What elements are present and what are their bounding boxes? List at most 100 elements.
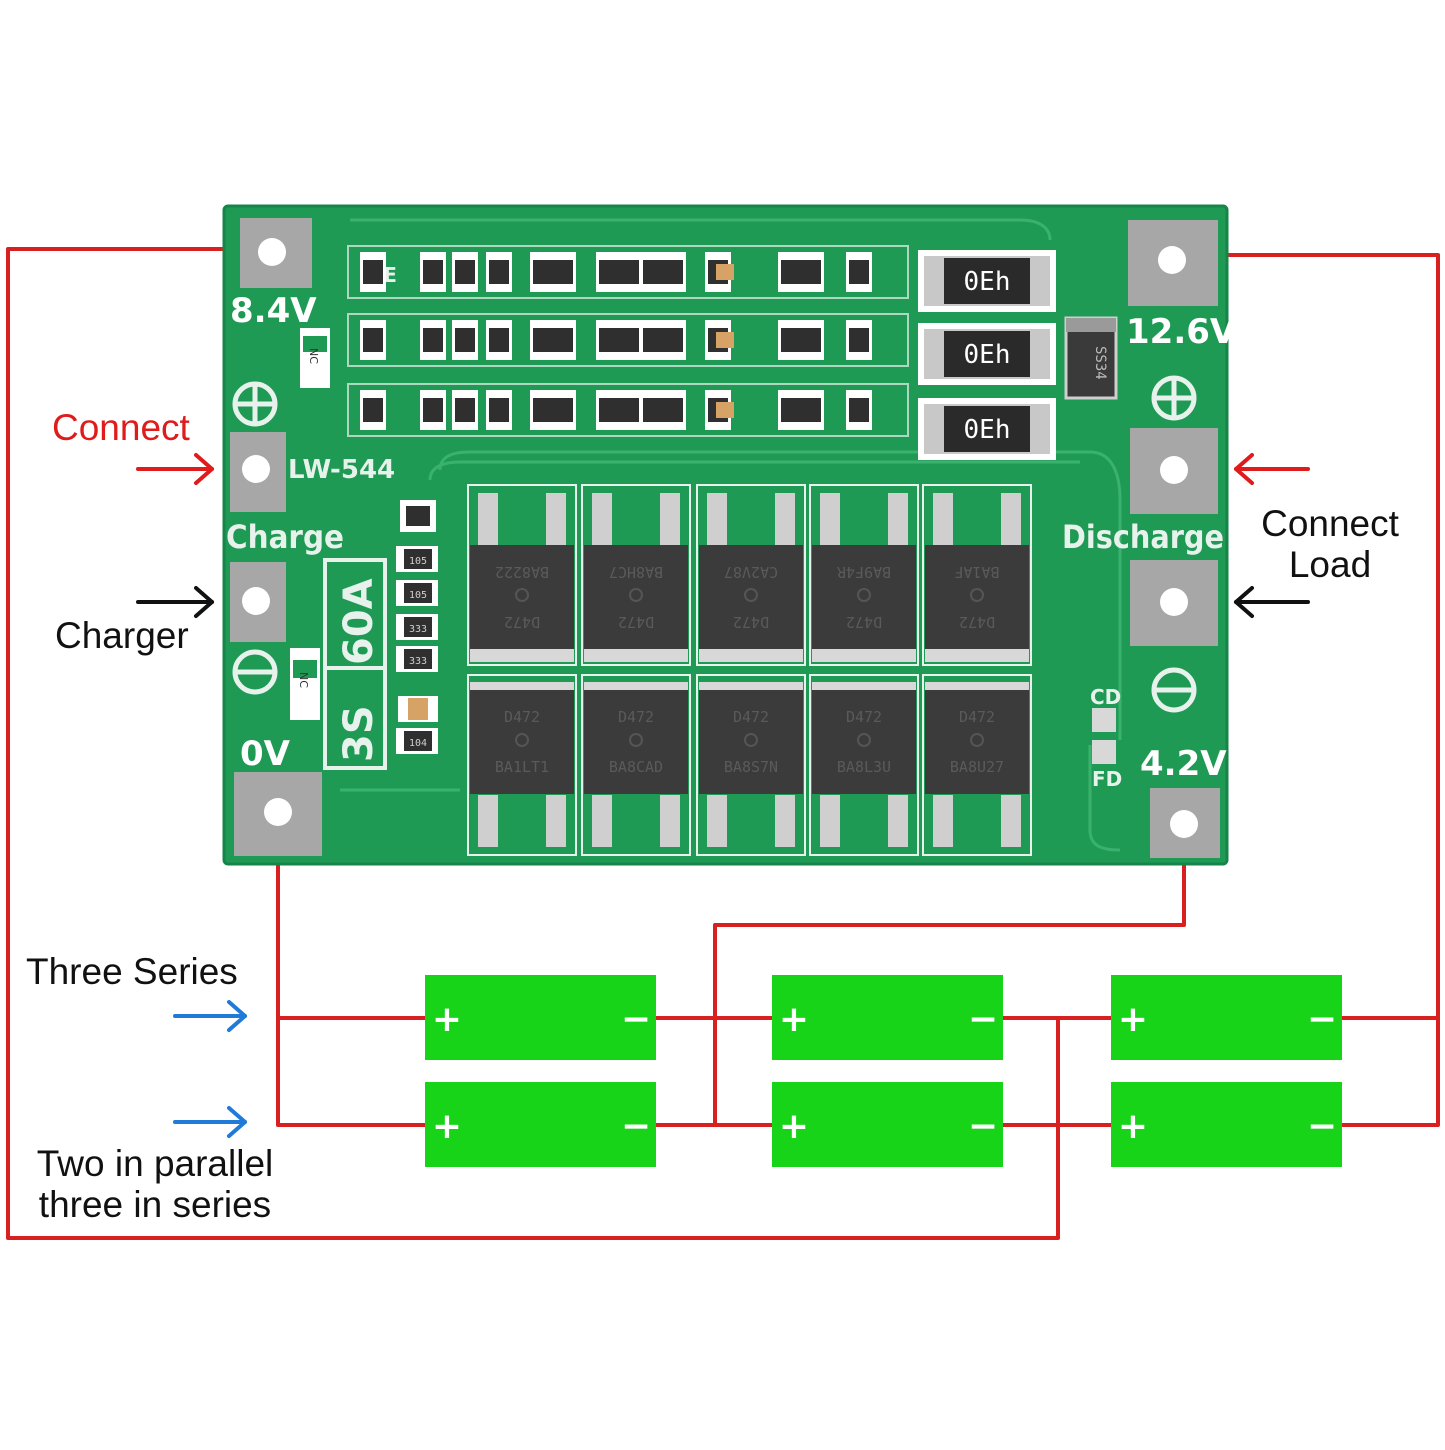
shunt-body-3 bbox=[944, 406, 1030, 452]
mosfet-pin-b5-1 bbox=[933, 795, 953, 847]
mosfet-dot-t3 bbox=[744, 588, 758, 602]
battery-minus-r2-c1: − bbox=[621, 1106, 651, 1147]
small-resistor-body-4 bbox=[404, 649, 432, 669]
wire-8v4-to-battery-series-node bbox=[6, 247, 1060, 1240]
mosfet-dot-b5 bbox=[970, 733, 984, 747]
terminal-discharge-plus-pad bbox=[1130, 428, 1218, 514]
mosfet-marking-2-b5: BA8U27 bbox=[950, 758, 1004, 776]
mosfet-dot-b3 bbox=[744, 733, 758, 747]
smd-body-2-5 bbox=[533, 328, 573, 352]
mosfet-pin-t1-1 bbox=[478, 493, 498, 545]
battery-body-r2-c1 bbox=[425, 1082, 656, 1167]
battery-plus-r2-c2: + bbox=[779, 1106, 809, 1147]
rating-series: 3S bbox=[336, 705, 382, 762]
silk-discharge: Discharge bbox=[1062, 518, 1224, 556]
terminal-0v-pad-hole bbox=[264, 798, 292, 826]
battery-r2-c3: +− bbox=[1111, 1082, 1342, 1167]
mosfet-outline-b2 bbox=[581, 674, 691, 856]
mosfet-body-b2 bbox=[584, 690, 688, 794]
ic-row-3 bbox=[347, 383, 909, 437]
terminal-4v2-pad-hole bbox=[1170, 810, 1198, 838]
label-charger: Charger bbox=[55, 615, 189, 656]
battery-r1-c3: +− bbox=[1111, 975, 1342, 1060]
battery-body-r2-c2 bbox=[772, 1082, 1003, 1167]
mosfet-marking-2-b2: BA8CAD bbox=[609, 758, 663, 776]
mosfet-outline-t5 bbox=[922, 484, 1032, 666]
mosfet-body-b4 bbox=[812, 690, 916, 794]
battery-plus-r1-c1: + bbox=[432, 999, 462, 1040]
mosfet-pin-t3-1 bbox=[707, 493, 727, 545]
mosfet-pin-b5-2 bbox=[1001, 795, 1021, 847]
label-two-parallel-line2: three in series bbox=[38, 1183, 272, 1225]
mosfet-marking-1-b2: D472 bbox=[618, 708, 654, 726]
terminal-charge-minus-pad-hole bbox=[242, 587, 270, 615]
smd-cap-2 bbox=[716, 332, 734, 348]
ic-row-outline-2 bbox=[347, 313, 909, 367]
small-cap-orange-body bbox=[408, 698, 428, 720]
mosfet-marking-2-t2: D472 bbox=[618, 613, 654, 631]
mosfet-marking-1-t3: CA2V87 bbox=[724, 563, 778, 581]
arrow-connect-load-red-icon bbox=[1234, 453, 1310, 485]
small-resistor-body-3 bbox=[404, 617, 432, 637]
mosfet-outline-b3 bbox=[696, 674, 806, 856]
mosfet-marking-2-t5: D472 bbox=[959, 613, 995, 631]
wiring bbox=[6, 247, 1440, 1240]
smd-body-2-6 bbox=[599, 328, 639, 352]
smd-body-2-1 bbox=[363, 328, 383, 352]
smd-body-1-7 bbox=[643, 260, 683, 284]
smd-body-1-4 bbox=[489, 260, 509, 284]
small-resistor-marking-5: 104 bbox=[409, 738, 427, 749]
nc-pad-bottom: NC bbox=[290, 648, 320, 720]
rating-box: 60A 3S bbox=[323, 558, 387, 770]
mosfet-pin-t2-1 bbox=[592, 493, 612, 545]
mosfet-pin-b2-1 bbox=[592, 795, 612, 847]
mosfet-marking-1-b1: D472 bbox=[504, 708, 540, 726]
protection-ic-area bbox=[347, 245, 909, 437]
battery-body-r1-c2 bbox=[772, 975, 1003, 1060]
terminal-label-12v6: 12.6V bbox=[1126, 312, 1237, 352]
terminal-charge-plus-pad bbox=[230, 432, 286, 512]
mosfet-body-b3 bbox=[699, 690, 803, 794]
smd-body-2-4 bbox=[489, 328, 509, 352]
smd-body-3-2 bbox=[423, 398, 443, 422]
fd-pad bbox=[1092, 740, 1116, 764]
terminal-label-8v4: 8.4V bbox=[230, 291, 317, 331]
battery-minus-r1-c2: − bbox=[968, 999, 998, 1040]
smd-body-2-10 bbox=[849, 328, 869, 352]
silk-plus-symbol-right bbox=[1151, 375, 1197, 421]
shunt-body-2 bbox=[944, 331, 1030, 377]
ic-row-outline-3 bbox=[347, 383, 909, 437]
mosfet-pin-t1-2 bbox=[546, 493, 566, 545]
diode-marking: SS34 bbox=[1092, 346, 1108, 380]
battery-body-r1-c1 bbox=[425, 975, 656, 1060]
mosfet-pin-t4-2 bbox=[888, 493, 908, 545]
smd-body-1-10 bbox=[849, 260, 869, 284]
smd-body-1-5 bbox=[533, 260, 573, 284]
battery-plus-r2-c3: + bbox=[1118, 1106, 1148, 1147]
ic-row-2 bbox=[347, 313, 909, 367]
small-cap-top-body bbox=[406, 506, 430, 526]
mosfet-pin-t2-2 bbox=[660, 493, 680, 545]
mosfet-marking-2-t1: D472 bbox=[504, 613, 540, 631]
smd-body-3-4 bbox=[489, 398, 509, 422]
mosfet-marking-1-b4: D472 bbox=[846, 708, 882, 726]
mosfet-pin-b1-1 bbox=[478, 795, 498, 847]
arrow-connect-charge-icon bbox=[136, 453, 214, 485]
cd-pad bbox=[1092, 708, 1116, 732]
mosfet-body-t5 bbox=[925, 545, 1029, 649]
terminal-8v4-pad bbox=[240, 218, 312, 288]
mosfet-pin-b4-1 bbox=[820, 795, 840, 847]
mosfet-body-t3 bbox=[699, 545, 803, 649]
mosfet-pin-t3-2 bbox=[775, 493, 795, 545]
mosfet-pin-b1-2 bbox=[546, 795, 566, 847]
pcb-traces bbox=[340, 218, 1122, 852]
battery-plus-r1-c2: + bbox=[779, 999, 809, 1040]
battery-minus-r2-c2: − bbox=[968, 1106, 998, 1147]
terminal-12v6-pad bbox=[1128, 220, 1218, 306]
